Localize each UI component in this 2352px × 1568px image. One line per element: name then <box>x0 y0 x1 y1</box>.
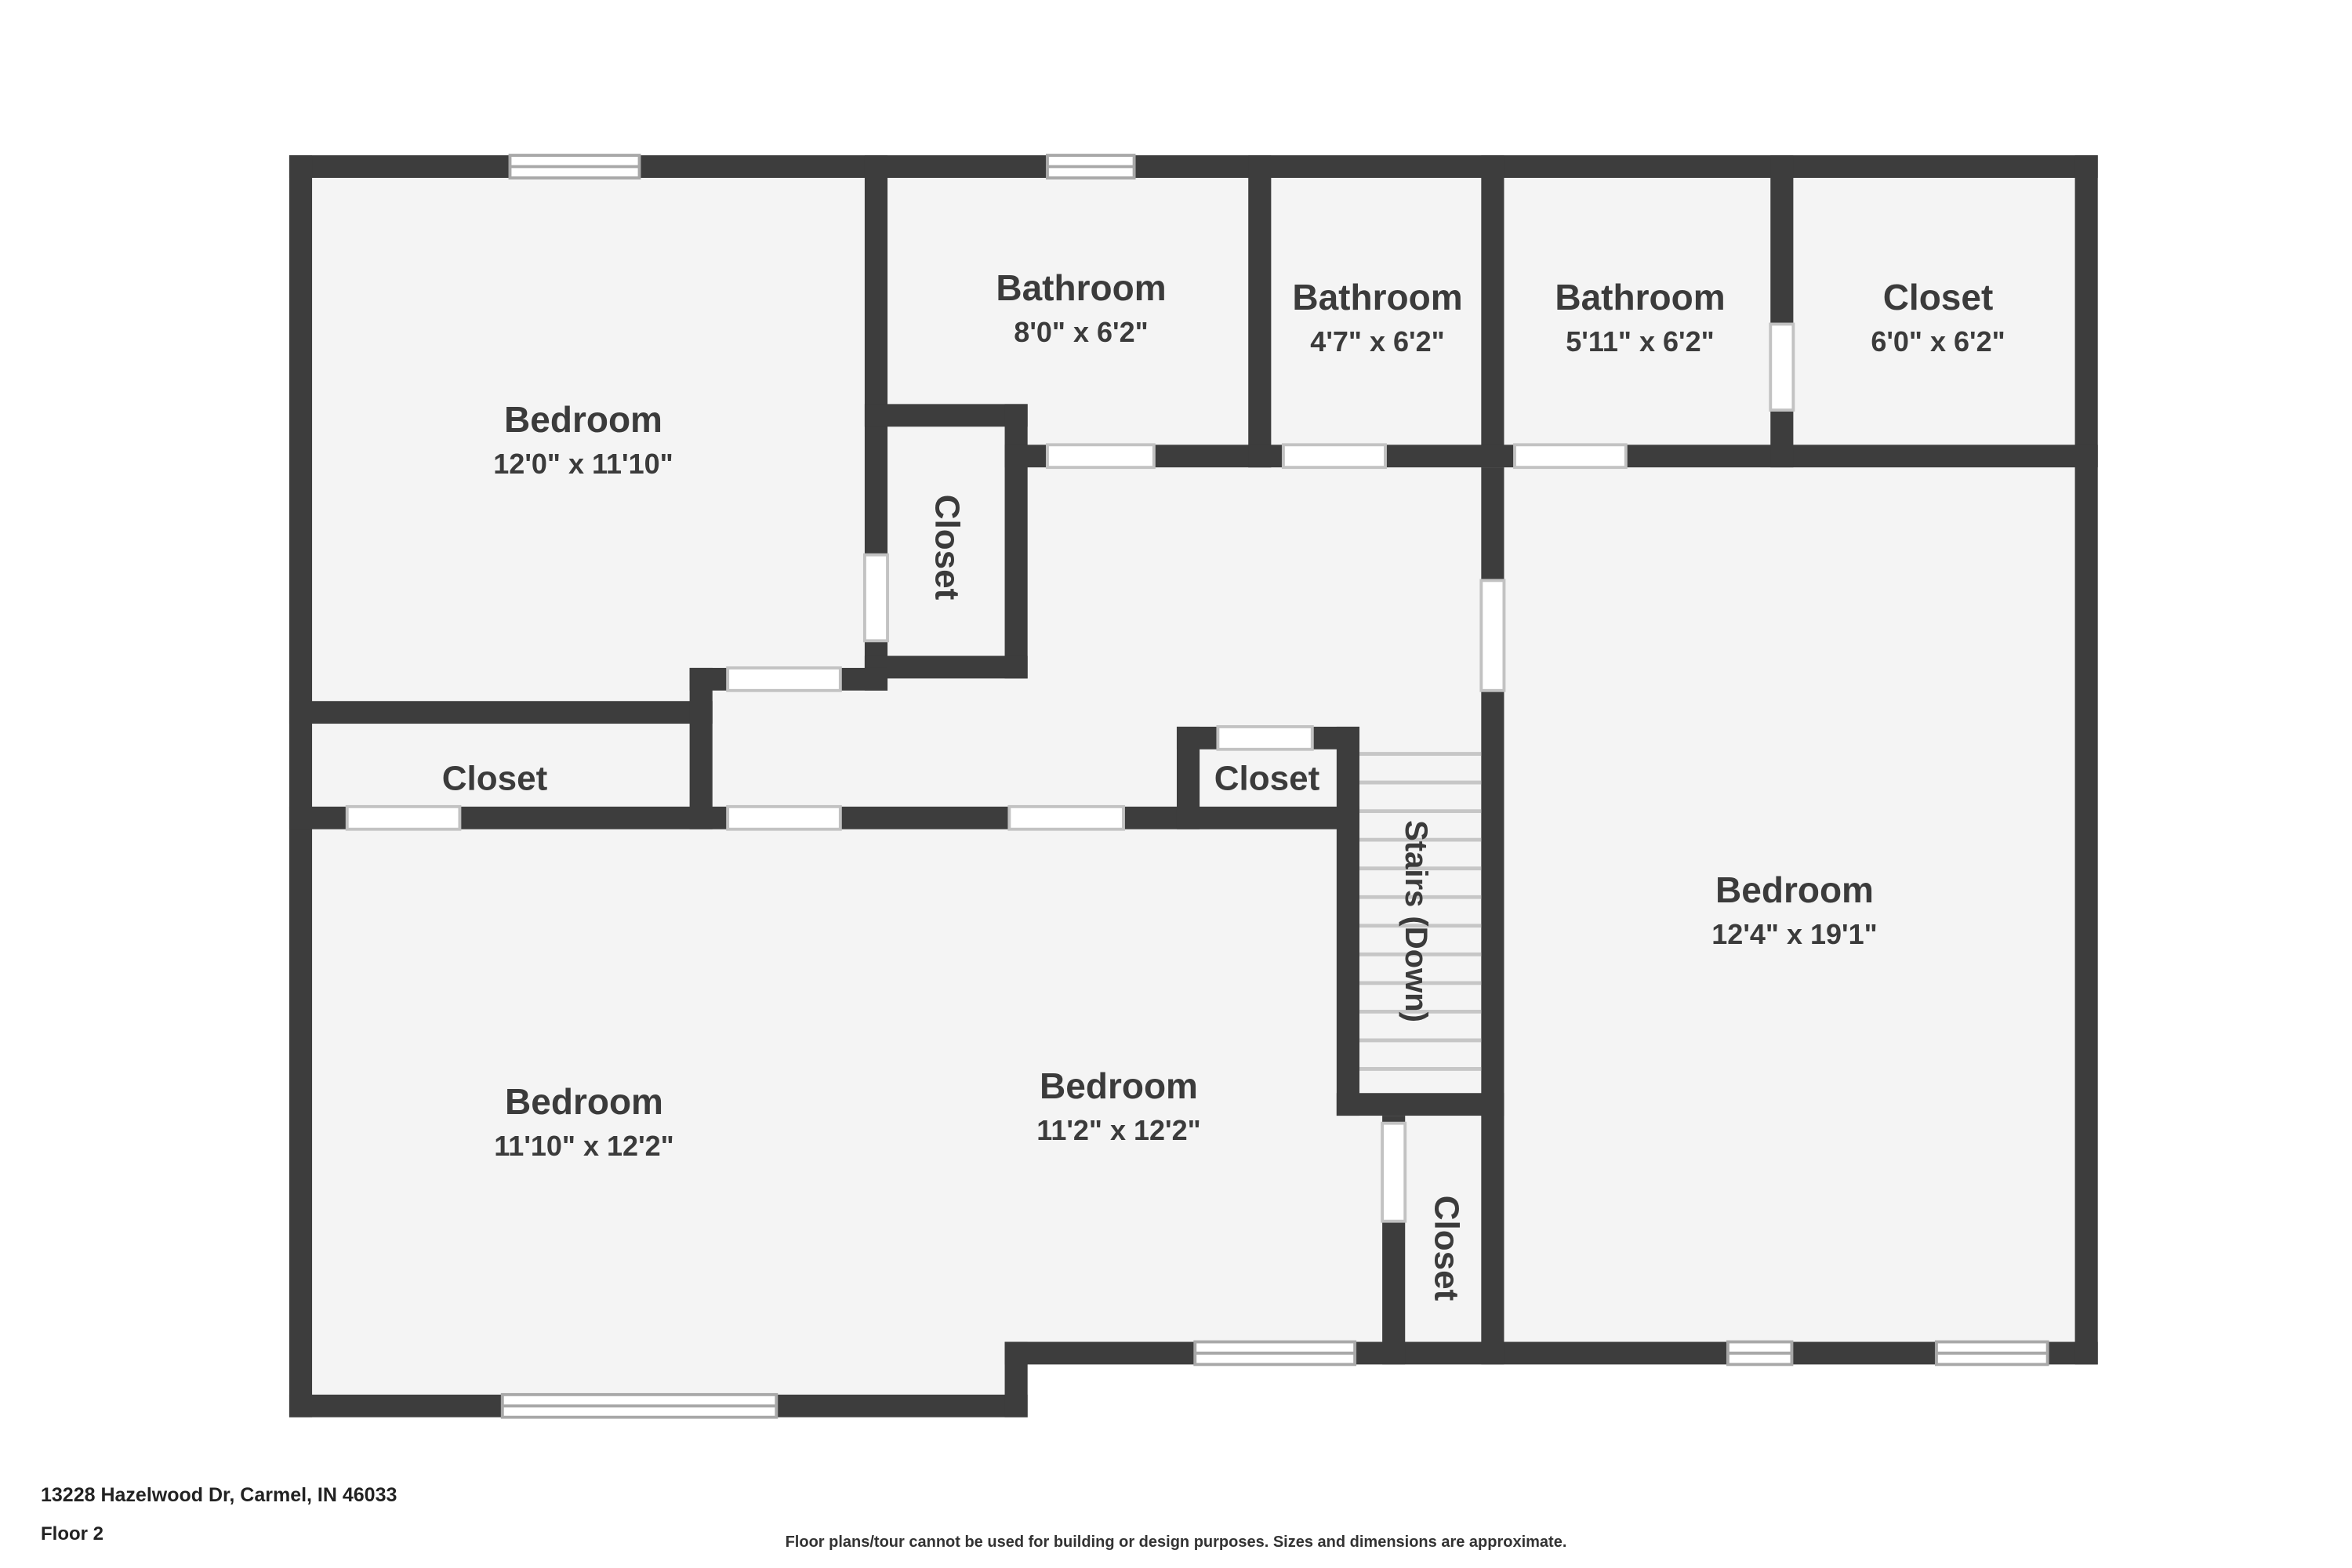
room-name: Bathroom <box>1555 276 1726 318</box>
room-name: Bedroom <box>504 398 662 440</box>
room-dims: 8'0" x 6'2" <box>1014 315 1149 348</box>
room-name: Closet <box>1882 276 1994 318</box>
room-label-bedroom-right: Bedroom 12'4" x 19'1" <box>1711 868 1877 952</box>
room-dims: 5'11" x 6'2" <box>1566 325 1715 358</box>
room-label-closet-bottom: Closet <box>1425 1196 1468 1301</box>
door-openings <box>345 322 1795 1223</box>
room-name: Bathroom <box>1292 276 1463 318</box>
room-dims: 11'10" x 12'2" <box>494 1129 674 1162</box>
room-label-closet-hall-top: Closet <box>926 495 969 600</box>
room-name: Closet <box>1214 759 1320 798</box>
room-label-closet-left: Closet <box>442 757 547 800</box>
room-label-bedroom-top-left: Bedroom 12'0" x 11'10" <box>493 397 673 481</box>
room-name: Closet <box>441 759 548 798</box>
room-label-bedroom-bottom-left: Bedroom 11'10" x 12'2" <box>494 1080 673 1163</box>
room-name: Bedroom <box>1040 1065 1198 1106</box>
room-name: Closet <box>1427 1195 1466 1301</box>
room-dims: 11'2" x 12'2" <box>1036 1113 1201 1146</box>
room-dims: 12'4" x 19'1" <box>1711 917 1878 950</box>
room-name: Bedroom <box>1715 869 1874 910</box>
disclaimer-text: Floor plans/tour cannot be used for buil… <box>785 1534 1567 1551</box>
room-name: Closet <box>927 494 967 601</box>
room-label-bedroom-bottom-middle: Bedroom 11'2" x 12'2" <box>1036 1064 1200 1148</box>
room-name: Bathroom <box>996 267 1167 308</box>
room-label-closet-top-right: Closet 6'0" x 6'2" <box>1871 275 2005 359</box>
floor-label: Floor 2 <box>41 1523 104 1544</box>
room-label-closet-hall-mid: Closet <box>1214 757 1319 800</box>
room-label-stairs: Stairs (Down) <box>1396 820 1436 1022</box>
room-name: Stairs (Down) <box>1399 820 1433 1022</box>
stair-treads <box>1359 752 1482 1071</box>
room-label-bathroom-2: Bathroom 4'7" x 6'2" <box>1292 275 1462 359</box>
room-dims: 6'0" x 6'2" <box>1871 325 2005 358</box>
room-dims: 4'7" x 6'2" <box>1310 325 1445 358</box>
property-address: 13228 Hazelwood Dr, Carmel, IN 46033 <box>41 1484 397 1506</box>
room-label-bathroom-3: Bathroom 5'11" x 6'2" <box>1555 275 1725 359</box>
room-dims: 12'0" x 11'10" <box>493 447 673 480</box>
windows <box>500 154 2049 1419</box>
room-label-bathroom-1: Bathroom 8'0" x 6'2" <box>996 266 1166 350</box>
room-name: Bedroom <box>505 1080 663 1122</box>
